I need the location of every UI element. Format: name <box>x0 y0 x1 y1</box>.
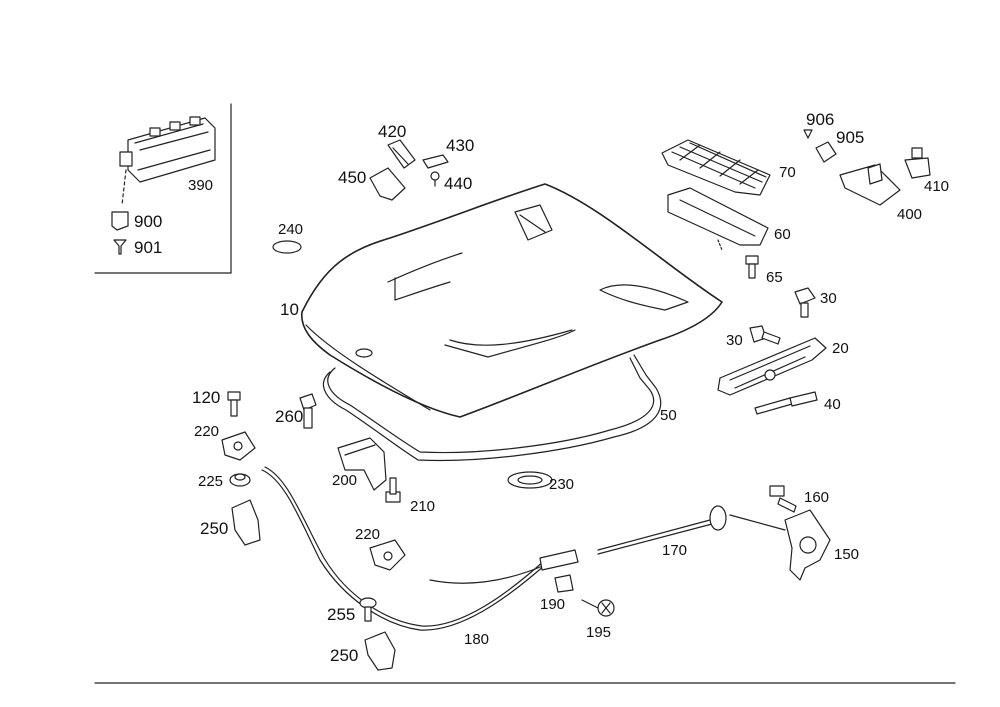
callout-906: 906 <box>806 110 834 129</box>
part-210-bolt <box>385 477 401 503</box>
callout-150: 150 <box>834 546 859 563</box>
part-10-hood <box>301 183 723 418</box>
part-65-bolt <box>745 255 759 279</box>
part-195-screw <box>581 599 615 617</box>
callout-901: 901 <box>134 238 162 257</box>
callout-905: 905 <box>836 128 864 147</box>
callout-60: 60 <box>774 226 791 243</box>
part-70-grille <box>661 139 771 196</box>
callout-390: 390 <box>188 177 213 194</box>
part-connector-sleeve <box>539 549 579 571</box>
callout-30-upper: 30 <box>820 290 837 307</box>
callout-190: 190 <box>540 596 565 613</box>
inset-frame <box>94 103 232 274</box>
callout-410: 410 <box>924 178 949 195</box>
part-200-lock <box>337 437 387 491</box>
callout-260: 260 <box>275 407 303 426</box>
callout-180: 180 <box>464 631 489 648</box>
part-120-bolt <box>227 391 241 417</box>
callout-210: 210 <box>410 498 435 515</box>
callout-450: 450 <box>338 168 366 187</box>
part-430-clip <box>422 154 449 169</box>
part-906-cap <box>803 129 813 139</box>
part-220-lock-lower <box>369 539 406 571</box>
callout-900: 900 <box>134 212 162 231</box>
part-180-cable <box>261 466 546 631</box>
part-230-seal <box>507 471 553 489</box>
callout-430: 430 <box>446 136 474 155</box>
callout-170: 170 <box>662 542 687 559</box>
part-420-bracket <box>387 139 416 169</box>
part-30-bolt-upper <box>794 287 816 318</box>
callout-400: 400 <box>897 206 922 223</box>
callout-40: 40 <box>824 396 841 413</box>
part-250-bracket-lower <box>364 631 396 671</box>
part-225-nut <box>229 473 251 487</box>
callout-255: 255 <box>327 605 355 624</box>
part-20-hinge <box>717 337 827 396</box>
part-170-cable <box>597 505 786 555</box>
part-390-control-module <box>119 116 216 206</box>
callout-50: 50 <box>660 407 677 424</box>
callout-240: 240 <box>278 221 303 238</box>
part-30-bolt-lower <box>749 325 781 345</box>
callout-20: 20 <box>832 340 849 357</box>
callout-120: 120 <box>192 388 220 407</box>
callout-250-upper: 250 <box>200 519 228 538</box>
part-220-lock-upper <box>221 431 256 461</box>
part-50-seal <box>323 354 662 462</box>
callout-200: 200 <box>332 472 357 489</box>
callout-195: 195 <box>586 624 611 641</box>
callout-70: 70 <box>779 164 796 181</box>
part-40-gas-strut <box>754 391 818 415</box>
part-250-bracket-upper <box>231 499 261 546</box>
part-240-grommet <box>272 240 302 254</box>
part-60-frame <box>667 187 769 251</box>
part-410-switch <box>904 147 931 179</box>
callout-10: 10 <box>280 300 299 319</box>
part-900-connector <box>111 211 129 231</box>
part-260-buffer <box>299 393 317 429</box>
callout-30-lower: 30 <box>726 332 743 349</box>
part-440-screw <box>430 171 440 187</box>
callout-250-lower: 250 <box>330 646 358 665</box>
part-905-sensor <box>815 141 837 163</box>
part-160-bolt <box>769 485 797 513</box>
callout-230: 230 <box>549 476 574 493</box>
part-190-clip <box>554 574 574 593</box>
callout-420: 420 <box>378 122 406 141</box>
callout-160: 160 <box>804 489 829 506</box>
part-255-screw <box>359 597 377 622</box>
callout-65: 65 <box>766 269 783 286</box>
callout-220-lower: 220 <box>355 526 380 543</box>
callout-220-upper: 220 <box>194 423 219 440</box>
part-450-cover <box>369 167 406 201</box>
callout-225: 225 <box>198 473 223 490</box>
part-901-pin <box>113 239 127 255</box>
part-150-release-handle <box>784 509 831 581</box>
callout-440: 440 <box>444 174 472 193</box>
part-400-actuator <box>839 163 901 206</box>
